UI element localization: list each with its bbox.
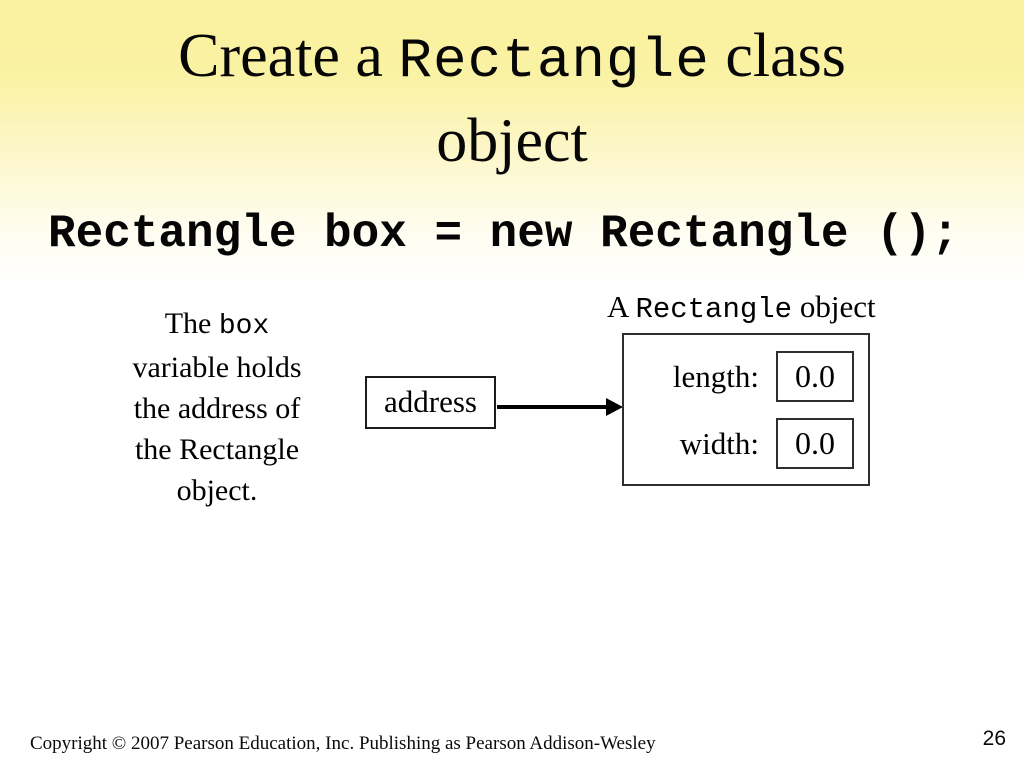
copyright-notice: Copyright © 2007 Pearson Education, Inc.… xyxy=(30,733,656,754)
title-text-post: class xyxy=(709,22,846,90)
page-title-line2: object xyxy=(436,107,588,175)
note-line: the Rectangle xyxy=(134,433,300,466)
note-code-word: box xyxy=(218,311,270,342)
note-line: variable holds xyxy=(132,351,302,384)
object-caption-post: object xyxy=(792,289,876,324)
note-line: the address of xyxy=(133,392,301,425)
note-line: object. xyxy=(176,474,258,507)
object-caption: A Rectangle object xyxy=(607,288,876,329)
title-code-word: Rectangle xyxy=(398,29,710,93)
code-statement: Rectangle box = new Rectangle (); xyxy=(48,208,959,260)
address-variable-box: address xyxy=(365,376,496,429)
page-title: Create a Rectangle class object xyxy=(0,16,1024,181)
object-caption-pre: A xyxy=(607,289,636,324)
note-line: The box xyxy=(103,303,331,347)
title-text-pre: Create a xyxy=(178,22,399,90)
field-value-width: 0.0 xyxy=(776,418,854,469)
note-text: The xyxy=(164,307,219,340)
reference-arrow-line xyxy=(497,405,609,409)
page-title-line1: Create a Rectangle class xyxy=(0,16,1024,101)
field-label-width: width: xyxy=(679,426,759,461)
explanatory-note: The box variable holds the address of th… xyxy=(103,303,331,511)
page-number: 26 xyxy=(982,727,1006,750)
reference-arrow-head-icon xyxy=(606,398,623,416)
field-value-length: 0.0 xyxy=(776,351,854,402)
rectangle-object-box: length: 0.0 width: 0.0 xyxy=(622,333,870,486)
field-label-length: length: xyxy=(672,359,759,394)
object-caption-code: Rectangle xyxy=(635,293,793,326)
